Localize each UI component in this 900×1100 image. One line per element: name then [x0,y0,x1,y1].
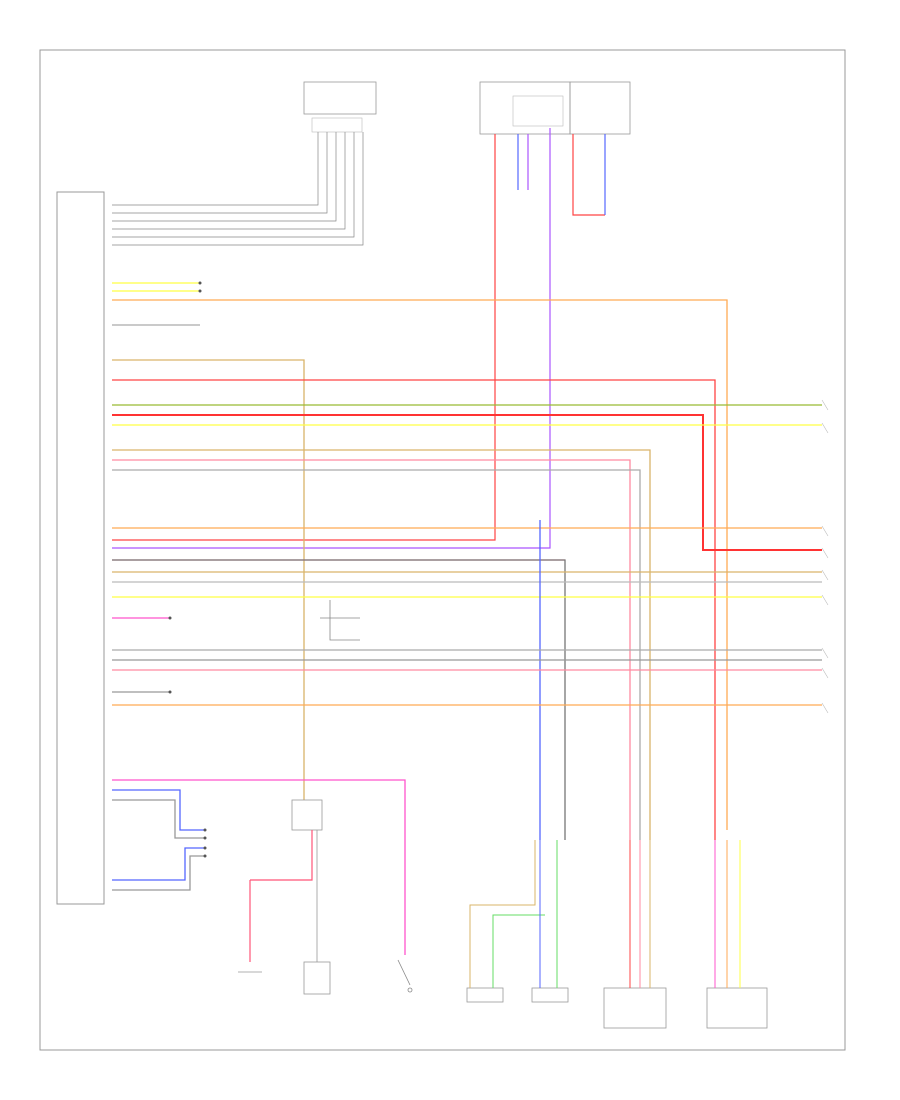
wire-pink-2 [112,459,631,840]
wire-orange-long [112,299,728,830]
left-speaker [466,840,545,1003]
wire-red-top [112,134,496,541]
wire-gray-3 [112,559,566,840]
right-edge-terminals [821,399,829,714]
wire-tan-vertical [112,359,305,800]
main-module [56,191,105,905]
top-center-module [479,81,571,135]
bracket-splice [320,600,360,641]
switch-assembly [249,799,323,962]
wire-gray-2 [112,469,641,840]
wire-blue-short [112,789,205,831]
wire-red-3 [112,414,822,551]
top-left-connector [112,81,377,246]
wire-violet-top [112,128,551,549]
diagram-frame [39,49,846,1051]
wire-red-2 [112,379,716,840]
amplifier-right [706,840,768,1029]
switch-element [397,959,413,993]
top-right-module [569,81,631,135]
wire-tan-2 [112,449,651,840]
wire-magenta-long [112,779,406,955]
right-speaker [531,840,569,1003]
lower-module [303,830,331,995]
wire-gray-8 [112,799,205,839]
wire-gray-9 [112,855,205,891]
wire-blue-2 [112,847,205,881]
splice-dots [168,281,207,858]
amplifier-left [603,840,667,1029]
wire-red-loop [572,134,605,216]
